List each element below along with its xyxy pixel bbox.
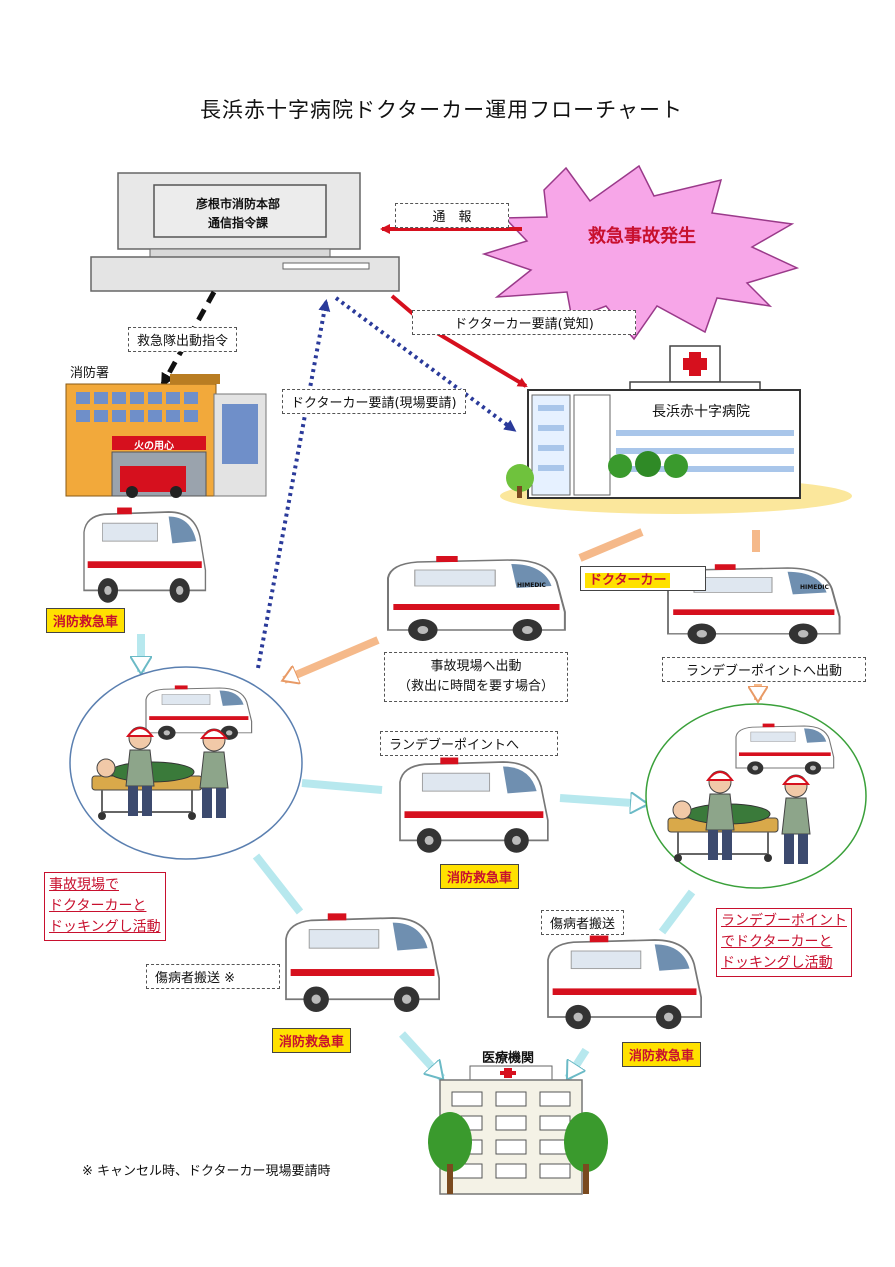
to-scene-label: 事故現場へ出動 （救出に時間を要す場合）: [384, 652, 568, 702]
scene-to-transport-line: [252, 853, 304, 915]
fire-ambulance-tag-3: 消防救急車: [272, 1028, 352, 1053]
doctorcar-link: [578, 528, 644, 562]
fire-ambulance-image-1: [83, 506, 207, 604]
rendezvous-docking-note: ランデブーポイント でドクターカーと ドッキングし活動: [716, 908, 852, 977]
to-scene-line-1: 事故現場へ出動: [430, 659, 522, 674]
fire-station-label: 消防署: [70, 366, 110, 381]
rendezvous-to-transport-line: [658, 889, 696, 935]
dispatch-order-label: 救急隊出動指令: [128, 327, 238, 352]
fire-station-building: [65, 374, 267, 498]
hospital-name: 長浜赤十字病院: [652, 404, 750, 420]
hospital-blue-arrow: [334, 296, 517, 432]
doctor-car-tag: ドクターカー: [580, 566, 706, 591]
doctor-car-tag-text: ドクターカー: [585, 573, 671, 588]
fire-ambulance-image-4: [547, 934, 702, 1030]
scene-docking-note: 事故現場で ドクターカーと ドッキングし活動: [44, 872, 166, 941]
transport-right-arrow: [564, 1047, 590, 1078]
fire-ambulance-tag-1: 消防救急車: [46, 608, 126, 633]
rendezvous-docking-line-1: ランデブーポイント: [721, 913, 847, 929]
incident-label: 救急事故発生: [588, 226, 696, 247]
fire-ambulance-tag-4: 消防救急車: [622, 1042, 702, 1067]
to-scene-arrow: [284, 636, 380, 680]
fire-ambulance-image-3: [285, 912, 440, 1013]
doctor-car-image-1: [386, 554, 566, 643]
to-scene-line-2: （救出に時間を要す場合）: [397, 679, 554, 694]
dispatch-order-arrow: [160, 290, 217, 388]
ambulance-marking-1: HIMEDIC: [517, 582, 546, 589]
scene-docking-line-3: ドッキングし活動: [49, 919, 161, 935]
transport-label-left: 傷病者搬送 ※: [146, 964, 280, 989]
rendezvous-docking-line-3: ドッキングし活動: [721, 955, 833, 971]
rendezvous-circle: [645, 703, 867, 889]
fire-ambulance-image-2: [399, 756, 549, 854]
transport-left-arrow: [399, 1031, 445, 1078]
medical-facility-building: [428, 1065, 608, 1195]
dispatch-center-name-1: 彦根市消防本部: [196, 197, 281, 211]
dispatch-center-computer: [90, 172, 400, 292]
report-label: 通 報: [395, 203, 509, 228]
road-to-rendezvous-arrow: [559, 798, 646, 804]
request-aware-label: ドクターカー要請(覚知): [412, 310, 636, 335]
scene-circle: [69, 666, 303, 860]
scene-docking-line-2: ドクターカーと: [49, 898, 147, 914]
ambulance-marking-2: HIMEDIC: [800, 584, 829, 591]
hospital-building: [500, 345, 852, 514]
scene-docking-line-1: 事故現場で: [49, 877, 119, 893]
scene-request-blue-arrow: [256, 299, 331, 669]
scene-to-road-line: [301, 779, 383, 794]
dispatch-center-name-2: 通信指令課: [208, 216, 269, 230]
incident-burst: [481, 164, 800, 341]
footnote: ※ キャンセル時、ドクターカー現場要請時: [82, 1164, 331, 1179]
fire-station-sign: 火の用心: [134, 441, 174, 452]
to-rendezvous-label: ランデブーポイントへ: [380, 731, 558, 756]
to-rendezvous-dispatch-label: ランデブーポイントへ出動: [662, 657, 866, 682]
transport-label-right: 傷病者搬送: [541, 910, 625, 935]
medical-facility-label: 医療機関: [482, 1051, 535, 1066]
page-title: 長浜赤十字病院ドクターカー運用フローチャート: [200, 98, 683, 122]
rendezvous-docking-line-2: でドクターカーと: [721, 934, 833, 950]
request-scene-label: ドクターカー要請(現場要請): [282, 389, 466, 414]
fire-ambulance-tag-2: 消防救急車: [440, 864, 520, 889]
